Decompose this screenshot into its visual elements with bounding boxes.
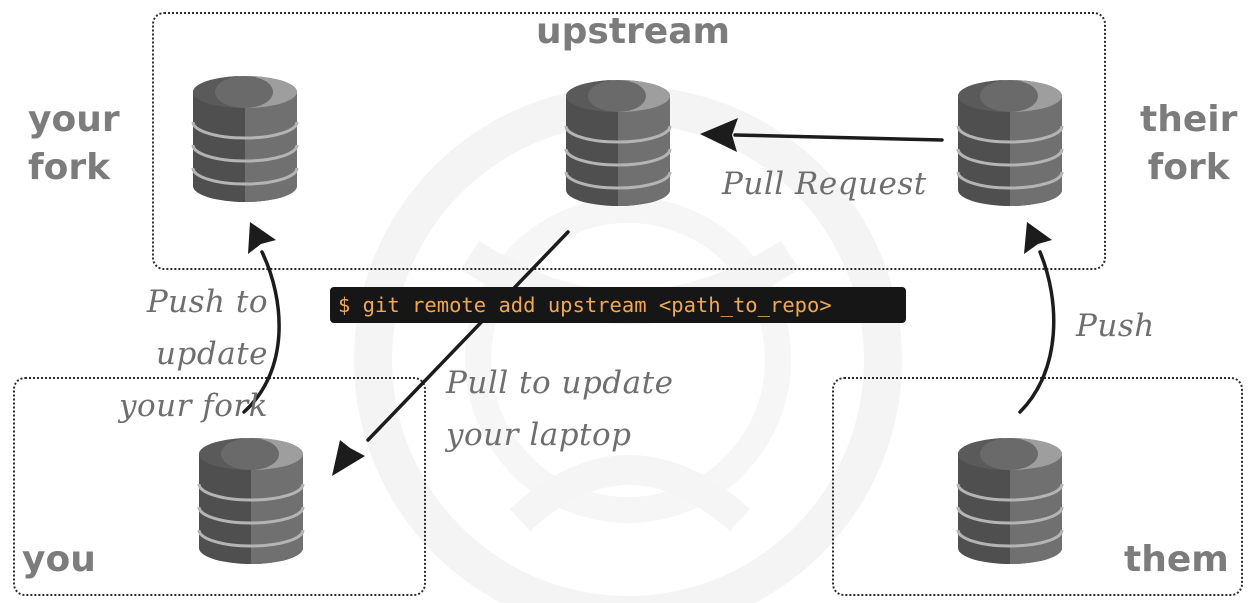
you-box	[13, 377, 426, 596]
push-annotation: Push	[1076, 308, 1155, 344]
them-label: them	[1124, 539, 1229, 580]
pull-request-arrow	[700, 118, 944, 152]
you-label: you	[22, 539, 96, 580]
your-fork-label: your fork	[28, 99, 120, 188]
upstream-box	[152, 12, 1106, 270]
push-to-fork-arrow	[242, 222, 281, 414]
push-to-their-fork-arrow	[1018, 222, 1056, 414]
pull-to-laptop-arrow	[332, 230, 570, 476]
pull-request-annotation: Pull Request	[722, 166, 927, 202]
their-fork-label: their fork	[1140, 99, 1238, 188]
them-box	[832, 377, 1243, 596]
git-command-box: $ git remote add upstream <path_to_repo>	[330, 287, 906, 323]
push-to-update-annotation: Push to update your fork	[118, 284, 268, 424]
pull-to-update-annotation: Pull to update your laptop	[446, 365, 674, 453]
upstream-label: upstream	[536, 11, 731, 52]
